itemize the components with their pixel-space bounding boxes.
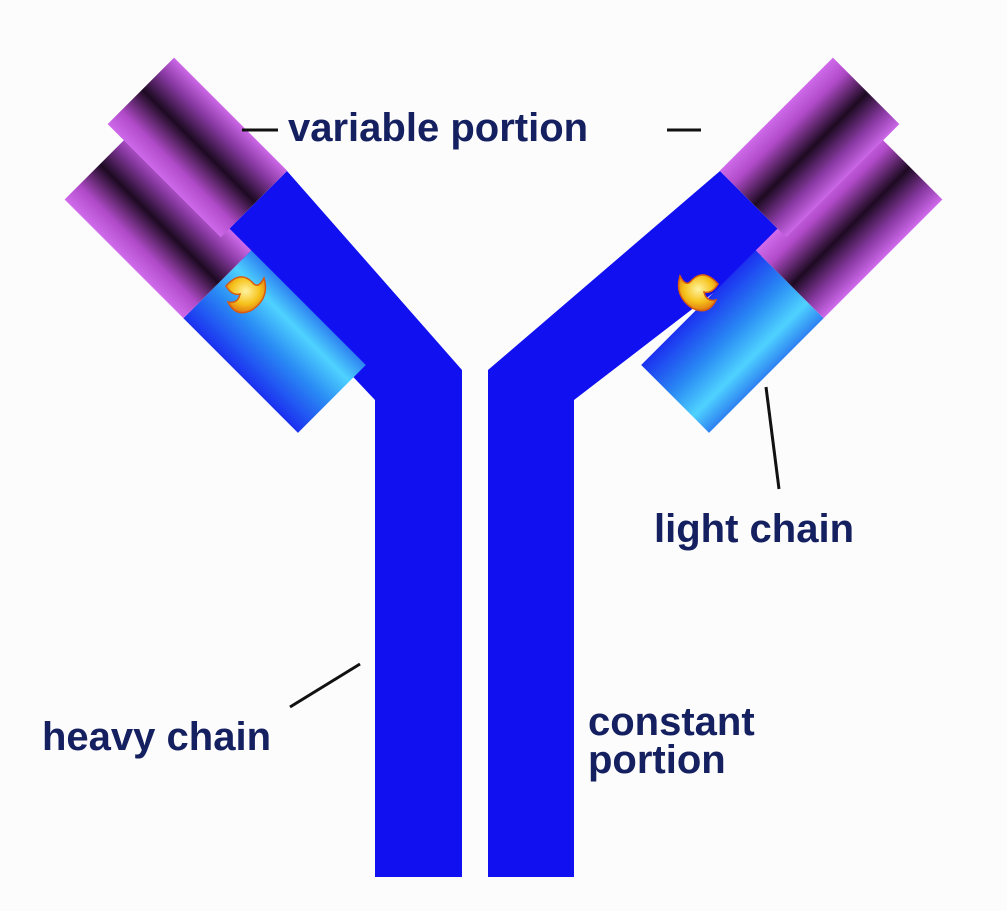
leader-line-heavy-chain — [289, 662, 361, 709]
light-chain-left-constant — [183, 250, 366, 433]
heavy-chain-left-variable — [107, 57, 288, 238]
light-chain-right-variable — [755, 131, 943, 319]
light-chain-right-constant — [641, 250, 824, 433]
constant-portion-label-line2: portion — [588, 738, 726, 782]
light-chain-right — [641, 131, 943, 433]
light-chain-label: light chain — [654, 507, 854, 551]
heavy-chain-right-variable — [719, 57, 900, 238]
light-chain-left-variable — [64, 131, 252, 319]
constant-portion-label-line1: constant — [588, 700, 755, 744]
variable-portion-label: variable portion — [288, 106, 589, 150]
disulfide-bond-left — [225, 275, 267, 314]
heavy-chain-right — [488, 171, 786, 877]
disulfide-bond-right — [677, 273, 719, 312]
constant-portion-label: constant portion — [588, 700, 755, 782]
heavy-chain-left — [221, 171, 462, 877]
leader-line-light-chain — [764, 386, 781, 490]
light-chain-left — [64, 131, 366, 433]
heavy-chain-label: heavy chain — [42, 715, 272, 759]
